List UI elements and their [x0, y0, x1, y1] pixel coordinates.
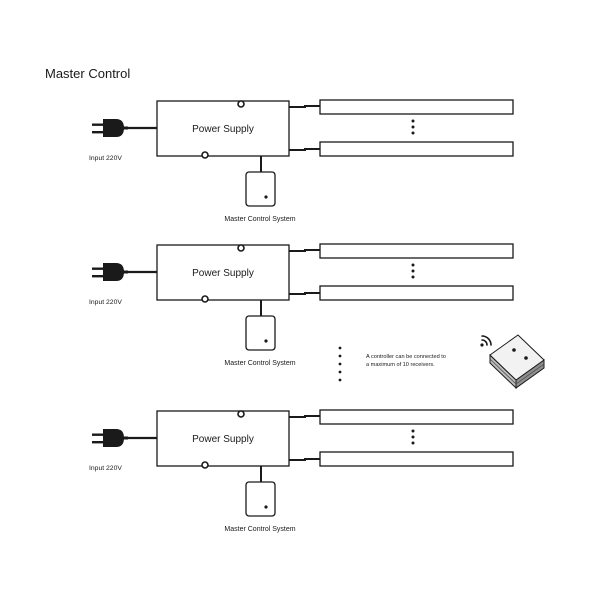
output-wire [289, 292, 320, 295]
master-control-box [245, 481, 276, 517]
input-voltage-label: Input 220V [89, 465, 122, 472]
output-wire [289, 105, 320, 108]
led-strip [319, 243, 514, 259]
mounting-screw-icon [237, 100, 245, 108]
more-strips-dots [411, 119, 415, 135]
led-strip [319, 451, 514, 467]
led-strip [319, 409, 514, 425]
diagram-title: Master Control [45, 66, 131, 81]
receiver-limit-note-line-1: A controller can be connected to [366, 354, 446, 360]
output-wire [289, 249, 320, 252]
led-strip [319, 99, 514, 115]
power-supply-label: Power Supply [192, 124, 254, 135]
wireless-remote-panel-icon [489, 334, 545, 390]
master-control-box [245, 315, 276, 351]
wireless-signal-icon [480, 335, 492, 347]
receiver-limit-note: A controller can be connected to a maxim… [366, 353, 476, 369]
power-supply-box [156, 100, 290, 157]
mounting-screw-icon [201, 295, 209, 303]
receiver-limit-note-line-2: a maximum of 10 receivers. [366, 362, 435, 368]
power-supply-label: Power Supply [192, 268, 254, 279]
mounting-screw-icon [201, 461, 209, 469]
power-plug-icon [92, 119, 128, 137]
power-supply-box [156, 244, 290, 301]
master-control-label: Master Control System [224, 216, 295, 223]
more-strips-dots [411, 263, 415, 279]
output-wire [289, 148, 320, 151]
master-control-label: Master Control System [224, 360, 295, 367]
mounting-screw-icon [201, 151, 209, 159]
led-strip [319, 285, 514, 301]
power-supply-box [156, 410, 290, 467]
master-control-box [245, 171, 276, 207]
control-button-icon [264, 505, 268, 509]
mounting-screw-icon [237, 410, 245, 418]
power-supply-label: Power Supply [192, 434, 254, 445]
led-strip [319, 141, 514, 157]
input-voltage-label: Input 220V [89, 155, 122, 162]
output-wire [289, 415, 320, 418]
more-units-dots [338, 346, 342, 382]
master-control-label: Master Control System [224, 526, 295, 533]
mounting-screw-icon [237, 244, 245, 252]
power-plug-icon [92, 263, 128, 281]
more-strips-dots [411, 429, 415, 445]
control-button-icon [264, 195, 268, 199]
output-wire [289, 458, 320, 461]
power-plug-icon [92, 429, 128, 447]
control-button-icon [264, 339, 268, 343]
input-voltage-label: Input 220V [89, 299, 122, 306]
